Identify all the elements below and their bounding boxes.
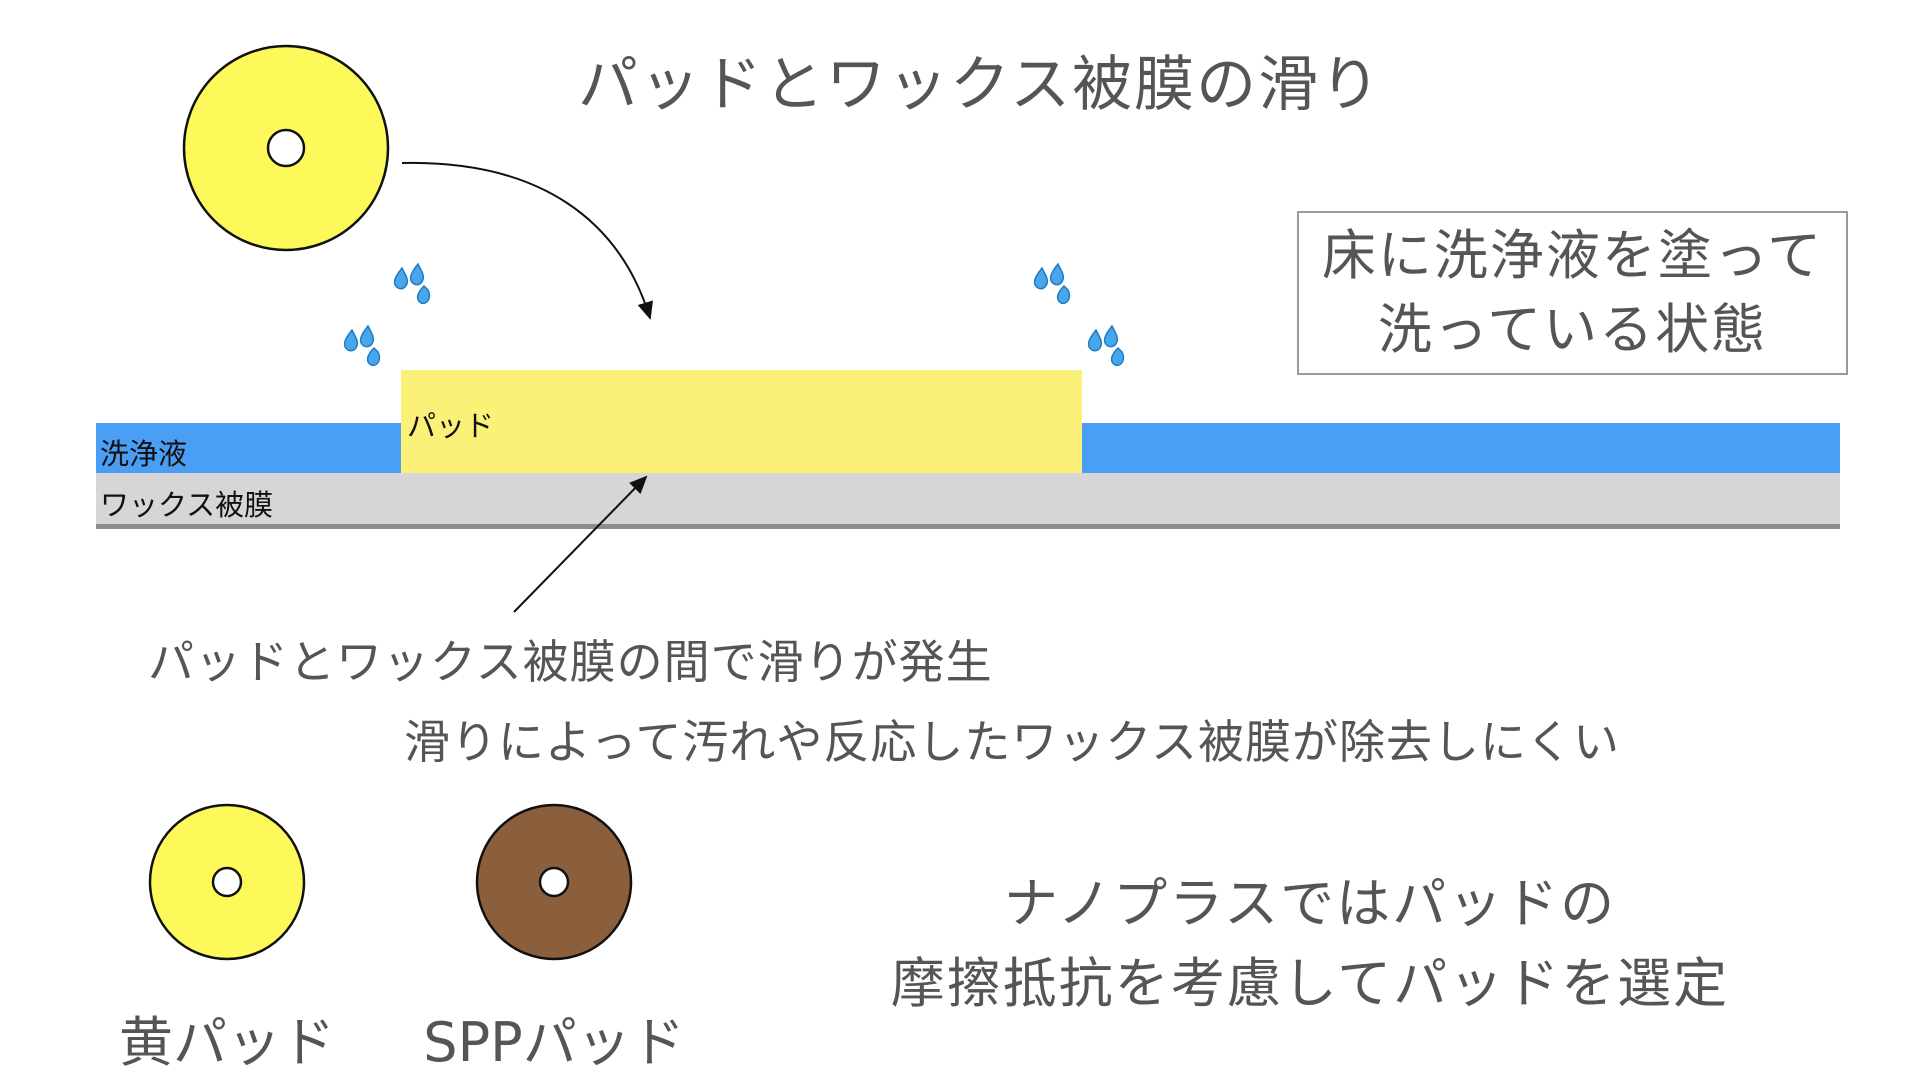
- yellow-pad-icon: [148, 803, 306, 961]
- sweat-droplets-icon: [343, 325, 381, 367]
- state-note-line2: 洗っている状態: [1377, 298, 1768, 361]
- placement-arrow: [401, 161, 653, 320]
- closing-line1: ナノプラスではパッドの: [1003, 872, 1617, 935]
- top-yellow-pad: [182, 44, 390, 252]
- sweat-droplets-icon: [1087, 325, 1125, 367]
- diagram-title: パッドとワックス被膜の滑り: [577, 50, 1383, 120]
- slip-caption: パッドとワックス被膜の間で滑りが発生: [148, 635, 993, 689]
- state-note-line1: 床に洗浄液を塗って: [1321, 224, 1824, 287]
- sweat-droplets-icon: [1033, 263, 1071, 305]
- spp-pad-icon: [475, 803, 633, 961]
- wax-layer-label: ワックス被膜: [100, 488, 274, 522]
- slip-arrow: [513, 475, 648, 613]
- sweat-droplets-icon: [393, 263, 431, 305]
- yellow-pad-label: 黄パッド: [119, 1011, 335, 1074]
- closing-statement: ナノプラスではパッドの 摩擦抵抗を考慮してパッドを選定: [880, 864, 1740, 1024]
- spp-pad-label: SPPパッド: [423, 1011, 685, 1074]
- closing-line2: 摩擦抵抗を考慮してパッドを選定: [890, 952, 1730, 1015]
- wax-film-layer: [96, 473, 1840, 525]
- solution-layer-label: 洗浄液: [100, 437, 188, 471]
- effect-caption: 滑りによって汚れや反応したワックス被膜が除去しにくい: [404, 715, 1621, 769]
- pad-layer-label: パッド: [407, 409, 495, 443]
- state-note-box: 床に洗浄液を塗って 洗っている状態: [1297, 211, 1848, 375]
- floor-line: [96, 524, 1840, 529]
- pad-layer: [401, 370, 1082, 473]
